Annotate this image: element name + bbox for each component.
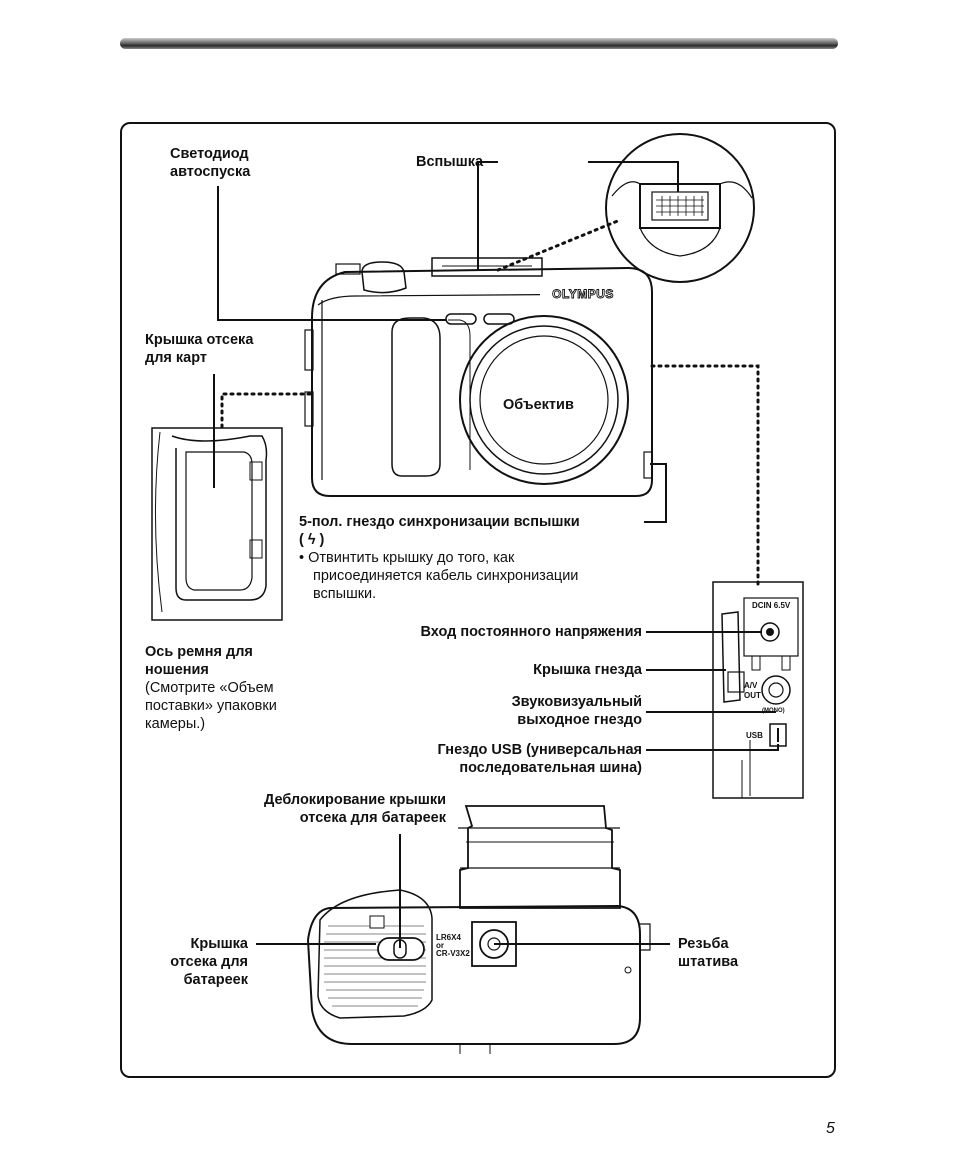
dotted-card-cover — [220, 392, 312, 430]
note-sync-line2: присоединяется кабель синхронизации — [313, 568, 579, 584]
dotted-connector-panel — [650, 364, 760, 586]
battery-mark-2: CR-V3X2 — [436, 949, 470, 958]
page-number: 5 — [826, 1120, 835, 1137]
label-sync-terminal: 5-пол. гнездо синхронизации вспышки ( ϟ … — [299, 513, 580, 549]
leader-usb — [646, 744, 779, 751]
label-tripod: Резьба штатива — [678, 935, 738, 971]
panel-mark-usb: USB — [746, 731, 763, 740]
lens-barrel-bottom — [459, 805, 621, 909]
dotted-flash-zoom — [496, 218, 622, 272]
label-tripod-line2: штатива — [678, 954, 739, 970]
label-strap-eyelet-line1: Ось ремня для — [145, 644, 253, 660]
panel-mark-mono: (MONO) — [762, 708, 785, 714]
label-battery-release-line2: отсека для батареек — [299, 810, 446, 826]
camera-front-body — [311, 266, 653, 497]
label-card-cover-line1: Крышка отсека — [145, 332, 254, 348]
label-av-out: Звуковизуальный выходное гнездо — [512, 693, 642, 729]
self-timer-led — [445, 313, 477, 325]
shutter-dial — [361, 261, 407, 294]
note-strap-line2: поставки» упаковки — [145, 698, 277, 714]
leader-flash — [477, 161, 498, 270]
label-av-out-line1: Звуковизуальный — [511, 694, 642, 710]
panel-mark-av: A/V — [744, 681, 758, 690]
label-lens: Объектив — [503, 397, 574, 413]
label-strap-eyelet: Ось ремня для ношения (Смотрите «Объем п… — [145, 643, 277, 733]
label-battery-release: Деблокирование крышки отсека для батарее… — [264, 791, 446, 827]
battery-mark-1: or — [436, 941, 444, 950]
label-usb-line1: Гнездо USB (универсальная — [437, 742, 642, 758]
label-strap-eyelet-line2: ношения — [145, 662, 209, 678]
panel-mark-dcin: DCIN 6.5V — [752, 601, 791, 610]
figure-frame — [120, 122, 836, 1078]
label-sync-terminal-line1: 5-пол. гнездо синхронизации вспышки — [299, 514, 580, 530]
label-battery-cover-line1: Крышка — [190, 936, 249, 952]
label-self-timer-led-line1: Светодиод — [170, 146, 249, 162]
note-strap-line1: (Смотрите «Объем — [145, 680, 274, 696]
label-card-cover-line2: для карт — [145, 350, 207, 366]
flash-window — [431, 257, 543, 277]
label-dc-in: Вход постоянного напряжения — [420, 624, 642, 640]
brand-logo: OLYMPUS — [552, 287, 614, 301]
panel-mark-out: OUT — [744, 691, 761, 700]
lens — [459, 315, 629, 485]
label-battery-cover: Крышка отсека для батареек — [170, 935, 248, 989]
note-strap-line3: камеры.) — [145, 716, 206, 732]
grip — [391, 317, 441, 477]
av-out-jack — [761, 675, 791, 705]
flash-detail-circle — [605, 133, 755, 283]
label-sync-terminal-line2: ( ϟ ) — [299, 532, 325, 548]
leader-self-timer — [217, 186, 446, 321]
label-self-timer-led-line2: автоспуска — [170, 164, 251, 180]
label-flash: Вспышка — [416, 154, 484, 170]
leader-flash-detail — [588, 161, 679, 192]
camera-bottom-body — [306, 904, 641, 1045]
label-self-timer-led: Светодиод автоспуска — [170, 145, 250, 181]
label-battery-release-line1: Деблокирование крышки — [263, 792, 446, 808]
battery-mark-0: LR6X4 — [436, 933, 461, 942]
label-battery-cover-line3: батареек — [183, 972, 248, 988]
label-av-out-line2: выходное гнездо — [517, 712, 642, 728]
note-sync-line1: • Отвинтить крышку до того, как — [299, 550, 515, 566]
note-sync-terminal: • Отвинтить крышку до того, как присоеди… — [299, 549, 578, 603]
header-rule — [120, 38, 838, 49]
label-usb-line2: последовательная шина) — [459, 760, 642, 776]
note-sync-line3: вспышки. — [313, 586, 377, 602]
card-cover-inset — [151, 427, 283, 621]
label-connector-cover: Крышка гнезда — [533, 662, 642, 678]
battery-cover — [317, 889, 433, 1019]
label-tripod-line1: Резьба — [678, 936, 729, 952]
leader-sync — [644, 463, 667, 523]
connector-cover — [721, 611, 741, 703]
label-battery-cover-line2: отсека для — [170, 954, 248, 970]
label-usb: Гнездо USB (универсальная последовательн… — [437, 741, 642, 777]
label-card-cover: Крышка отсека для карт — [145, 331, 253, 367]
